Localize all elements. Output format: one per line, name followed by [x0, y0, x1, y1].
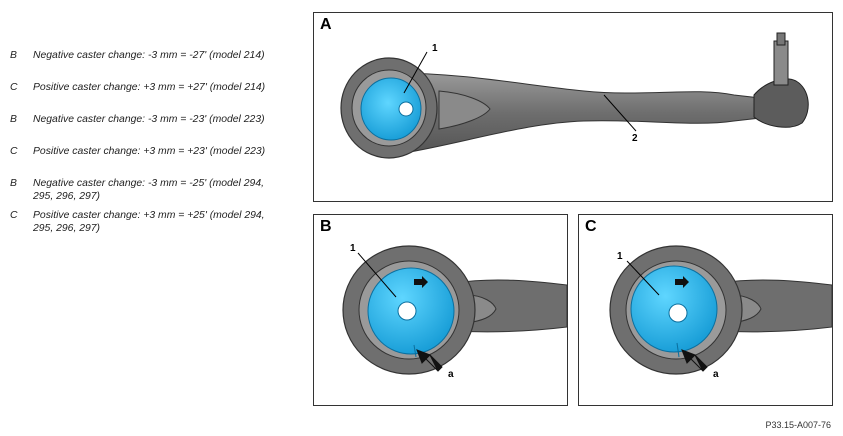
ball-joint-stud — [773, 40, 789, 86]
panel-label-b: B — [320, 218, 332, 235]
panel-a: 1 2 A — [313, 12, 833, 202]
legend-item: B Negative caster change: -3 mm = -27' (… — [10, 50, 290, 82]
legend-key: C — [10, 146, 18, 157]
legend-text: Negative caster change: -3 mm = -27' (mo… — [33, 50, 265, 61]
index-mark — [413, 344, 417, 358]
legend-key: B — [10, 50, 17, 61]
legend-list: B Negative caster change: -3 mm = -27' (… — [10, 50, 290, 242]
arm-recess — [438, 90, 491, 130]
index-mark — [676, 342, 680, 358]
legend-item: C Positive caster change: +3 mm = +25' (… — [10, 210, 290, 242]
panel-label-c: C — [585, 218, 597, 235]
legend-text: Negative caster change: -3 mm = -25' (mo… — [33, 178, 264, 202]
bushing-bore — [668, 303, 688, 323]
legend-text: Negative caster change: -3 mm = -23' (mo… — [33, 114, 265, 125]
arrow-right-icon — [675, 276, 689, 288]
callout-line-1 — [357, 252, 397, 298]
bushing-detail-c: 1 a — [609, 245, 832, 380]
panel-label-a: A — [320, 16, 332, 33]
legend-key: C — [10, 210, 18, 221]
callout-1: 1 — [617, 251, 623, 262]
figure-code: P33.15-A007-76 — [765, 420, 831, 430]
callout-2: 2 — [632, 133, 638, 144]
callout-a: a — [713, 369, 719, 380]
control-arm-illustration: 1 2 — [340, 32, 809, 159]
eccentric-bushing — [360, 77, 422, 141]
callout-1: 1 — [432, 43, 438, 54]
panel-b: 1 a B — [313, 214, 568, 406]
bushing-bore — [397, 301, 417, 321]
bushing-bore — [398, 101, 414, 117]
arrow-diagonal-icon — [681, 349, 708, 372]
callout-a: a — [448, 369, 454, 380]
callout-line-1 — [626, 260, 660, 296]
legend-key: C — [10, 82, 18, 93]
ball-joint — [753, 78, 809, 128]
bushing-detail-b: 1 a — [342, 243, 567, 380]
legend-text: Positive caster change: +3 mm = +23' (mo… — [33, 146, 266, 157]
legend-key: B — [10, 178, 17, 189]
callout-line-1 — [403, 51, 428, 94]
legend-key: B — [10, 114, 17, 125]
legend-item: C Positive caster change: +3 mm = +27' (… — [10, 82, 290, 114]
callout-1: 1 — [350, 243, 356, 254]
legend-text: Positive caster change: +3 mm = +27' (mo… — [33, 82, 266, 93]
arrow-right-icon — [414, 276, 428, 288]
legend-text: Positive caster change: +3 mm = +25' (mo… — [33, 210, 265, 234]
arrow-diagonal-icon — [416, 349, 443, 372]
legend-item: C Positive caster change: +3 mm = +23' (… — [10, 146, 290, 178]
legend-item: B Negative caster change: -3 mm = -23' (… — [10, 114, 290, 146]
legend-item: B Negative caster change: -3 mm = -25' (… — [10, 178, 290, 210]
ball-joint-thread — [776, 32, 786, 46]
panel-c: 1 a C — [578, 214, 833, 406]
callout-line-2 — [603, 94, 637, 132]
